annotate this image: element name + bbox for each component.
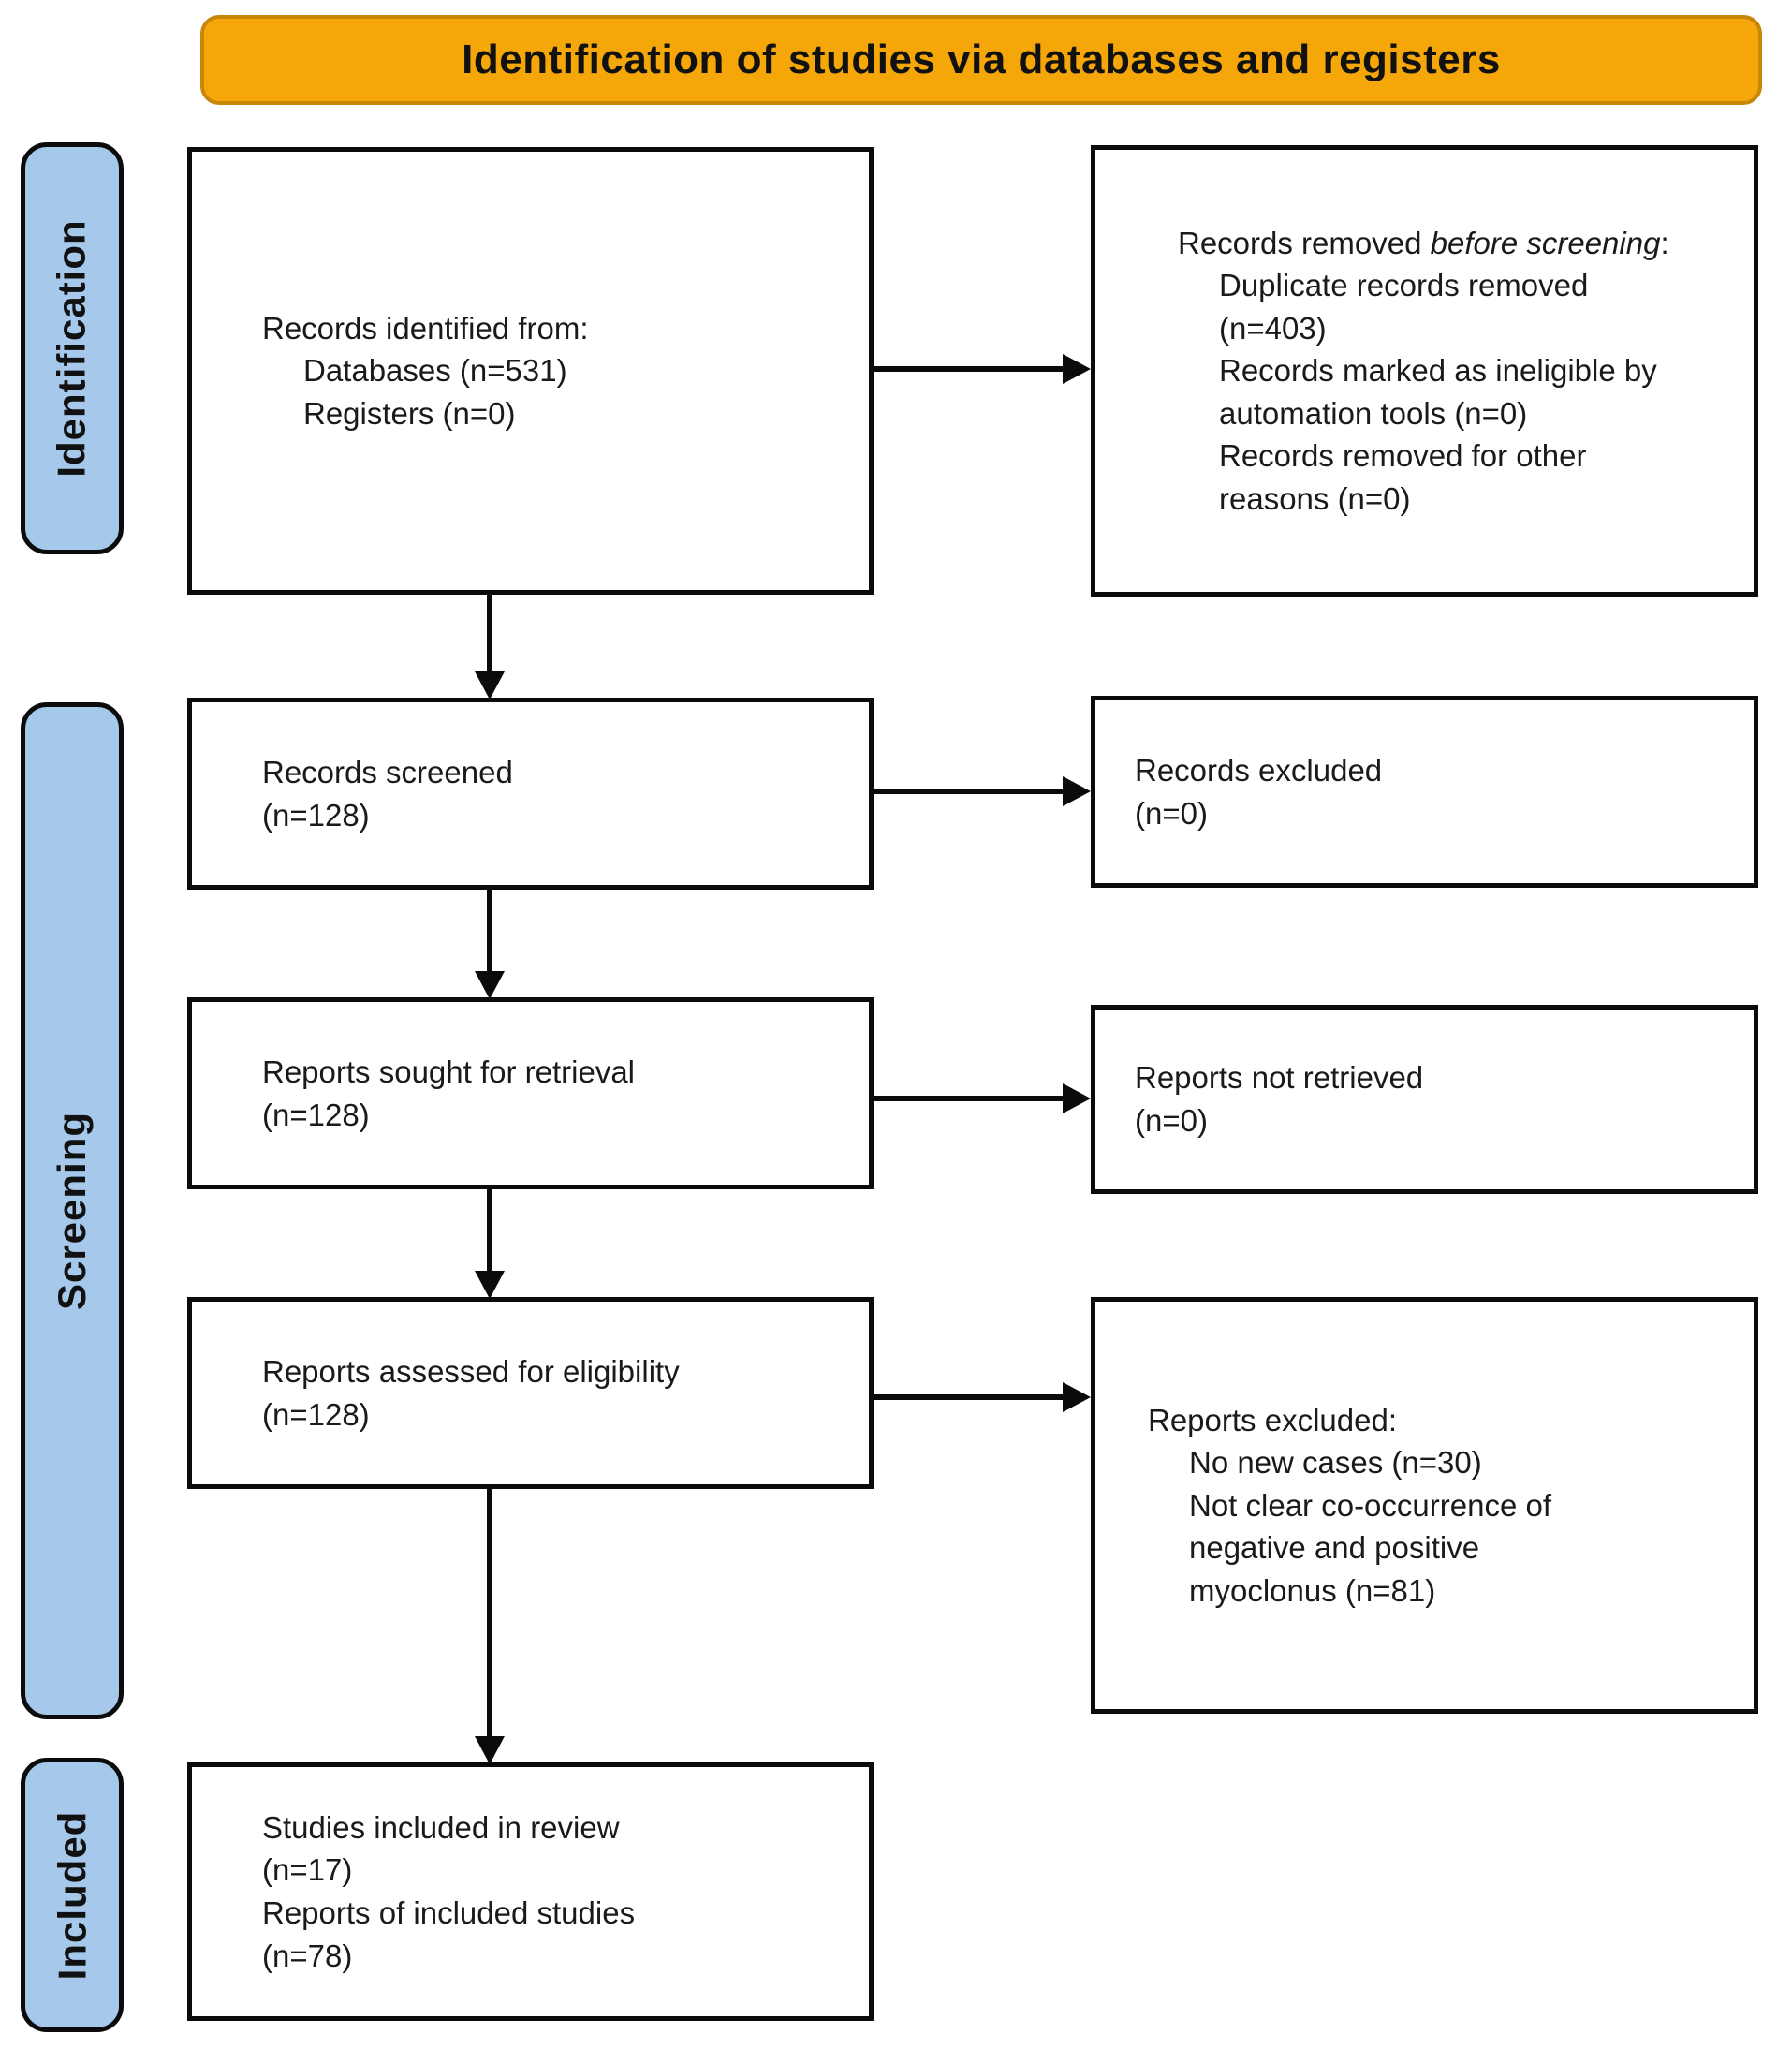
records-screened-label: Records screened (262, 754, 513, 789)
stage-tab-identification: Identification (21, 142, 124, 554)
records-removed-title-italic: before screening (1430, 225, 1661, 260)
arrow-head-down-icon (475, 1736, 505, 1764)
box-records-screened: Records screened (n=128) (187, 698, 874, 890)
arrow-shaft (487, 1489, 492, 1744)
records-removed-automation: Records marked as ineligible by automati… (1219, 353, 1657, 431)
box-reports-assessed: Reports assessed for eligibility (n=128) (187, 1297, 874, 1489)
arrow-identified-to-screened (475, 595, 505, 700)
studies-included-label: Studies included in review (262, 1809, 620, 1845)
records-removed-title-suffix: : (1660, 225, 1669, 260)
box-records-identified: Records identified from: Databases (n=53… (187, 147, 874, 595)
reports-assessed-label: Reports assessed for eligibility (262, 1353, 680, 1389)
arrow-assessed-to-included (475, 1489, 505, 1764)
arrow-identified-to-removed (874, 354, 1091, 384)
records-excluded-count: (n=0) (1135, 795, 1208, 831)
reports-sought-count: (n=128) (262, 1097, 370, 1132)
box-records-removed: Records removed before screening: Duplic… (1091, 145, 1758, 597)
arrow-shaft (874, 1096, 1070, 1101)
arrow-screened-to-sought (475, 890, 505, 999)
arrow-shaft (487, 595, 492, 679)
arrow-head-right-icon (1063, 354, 1091, 384)
records-identified-intro: Records identified from: (262, 310, 589, 346)
arrow-head-right-icon (1063, 1382, 1091, 1412)
box-records-excluded: Records excluded (n=0) (1091, 696, 1758, 888)
arrow-assessed-to-reports-excluded (874, 1382, 1091, 1412)
stage-tab-screening: Screening (21, 702, 124, 1719)
arrow-head-right-icon (1063, 776, 1091, 806)
stage-label-included: Included (50, 1810, 94, 1980)
stage-tab-included: Included (21, 1758, 124, 2032)
box-reports-sought: Reports sought for retrieval (n=128) (187, 997, 874, 1189)
reports-included-label: Reports of included studies (262, 1895, 636, 1930)
arrow-head-down-icon (475, 1271, 505, 1299)
box-reports-not-retrieved: Reports not retrieved (n=0) (1091, 1005, 1758, 1194)
arrow-shaft (487, 890, 492, 979)
records-excluded-label: Records excluded (1135, 752, 1383, 788)
records-identified-databases: Databases (n=531) (303, 353, 567, 389)
arrow-shaft (874, 1394, 1070, 1400)
arrow-head-right-icon (1063, 1083, 1091, 1113)
reports-included-count: (n=78) (262, 1938, 353, 1973)
stage-label-screening: Screening (50, 1111, 95, 1311)
arrow-head-down-icon (475, 671, 505, 700)
header-banner: Identification of studies via databases … (200, 15, 1762, 105)
reports-not-retrieved-count: (n=0) (1135, 1103, 1208, 1138)
box-studies-included: Studies included in review (n=17) Report… (187, 1762, 874, 2021)
records-screened-count: (n=128) (262, 797, 370, 833)
arrow-head-down-icon (475, 971, 505, 999)
header-title: Identification of studies via databases … (462, 37, 1501, 82)
records-removed-title-plain: Records removed (1178, 225, 1431, 260)
box-reports-excluded: Reports excluded: No new cases (n=30) No… (1091, 1297, 1758, 1714)
reports-sought-label: Reports sought for retrieval (262, 1054, 636, 1089)
arrow-shaft (874, 789, 1070, 794)
reports-excluded-not-clear: Not clear co-occurrence of negative and … (1189, 1487, 1551, 1608)
reports-excluded-no-new-cases: No new cases (n=30) (1189, 1445, 1482, 1481)
arrow-sought-to-not-retrieved (874, 1083, 1091, 1113)
reports-excluded-title: Reports excluded: (1148, 1402, 1397, 1437)
arrow-sought-to-assessed (475, 1189, 505, 1299)
arrow-screened-to-excluded (874, 776, 1091, 806)
arrow-shaft (487, 1189, 492, 1278)
records-removed-other: Records removed for other reasons (n=0) (1219, 438, 1587, 516)
reports-not-retrieved-label: Reports not retrieved (1135, 1060, 1424, 1096)
records-removed-duplicates: Duplicate records removed (n=403) (1219, 268, 1589, 346)
records-identified-registers: Registers (n=0) (303, 395, 516, 431)
arrow-shaft (874, 366, 1070, 372)
records-removed-title: Records removed before screening: (1178, 222, 1674, 265)
stage-label-identification: Identification (50, 219, 94, 478)
reports-assessed-count: (n=128) (262, 1396, 370, 1432)
studies-included-count: (n=17) (262, 1852, 353, 1888)
